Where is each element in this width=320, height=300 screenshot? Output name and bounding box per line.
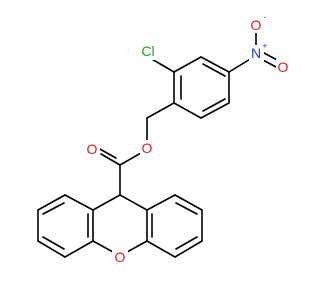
- molecule-diagram: Cl N + O - O O O O: [37, 12, 291, 266]
- o-carbonyl-c-bond: [119, 152, 142, 166]
- substituent-bonds: [97, 31, 280, 196]
- c-o-double-1: [100, 153, 121, 166]
- nitrogen-label: N: [251, 45, 261, 61]
- nitro-oxygen-charge: -: [264, 12, 267, 22]
- chloronitrophenyl-ring: [173, 56, 230, 119]
- atom-labels: Cl N + O - O O O O: [85, 12, 291, 266]
- ring-oxygen-label: O: [115, 249, 126, 265]
- c-n-bond: [228, 57, 253, 73]
- xanthene-core: [37, 194, 203, 258]
- carbonyl-oxygen-label: O: [87, 141, 98, 157]
- c-cl-bond: [149, 57, 175, 73]
- nitro-oxygen-right-label: O: [278, 59, 289, 75]
- ester-oxygen-label: O: [142, 140, 153, 156]
- nitro-oxygen-top-label: O: [251, 17, 262, 33]
- nitrogen-charge: +: [262, 41, 267, 51]
- chlorine-label: Cl: [141, 43, 154, 59]
- c-ch2-bond: [146, 102, 175, 119]
- c-o-double-2: [97, 147, 117, 159]
